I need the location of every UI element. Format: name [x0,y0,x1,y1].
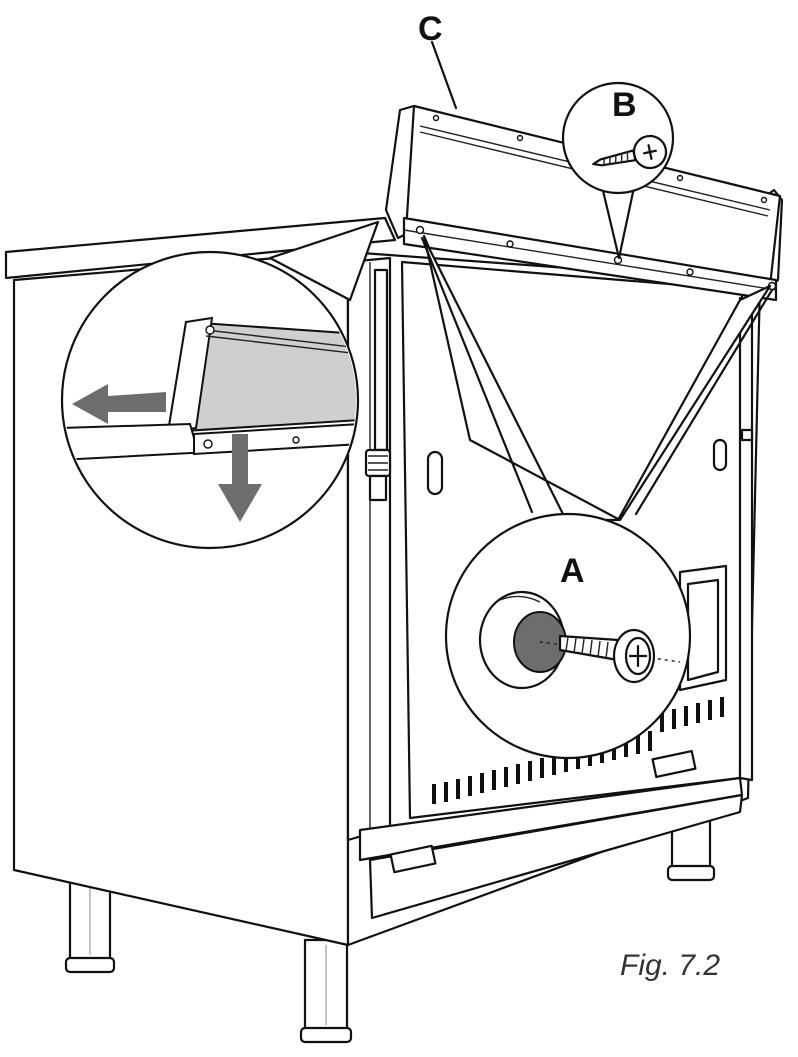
label-a: A [560,552,585,590]
label-c: C [418,10,443,48]
callout-b [561,81,675,260]
callout-a [420,234,774,760]
figure-caption: Fig. 7.2 [620,949,720,982]
leg-front-right [299,938,353,1044]
screw-icon [592,134,668,170]
arrow-left-icon [72,384,166,424]
legs [64,798,716,1044]
screw-icon-a [539,628,681,684]
spacer-icon [478,590,567,690]
label-b: B [612,86,637,124]
label-c-leader [430,40,458,110]
callout-detail-removal [60,220,380,550]
splashback-upstand [384,104,784,302]
arrow-down-icon [218,434,262,522]
